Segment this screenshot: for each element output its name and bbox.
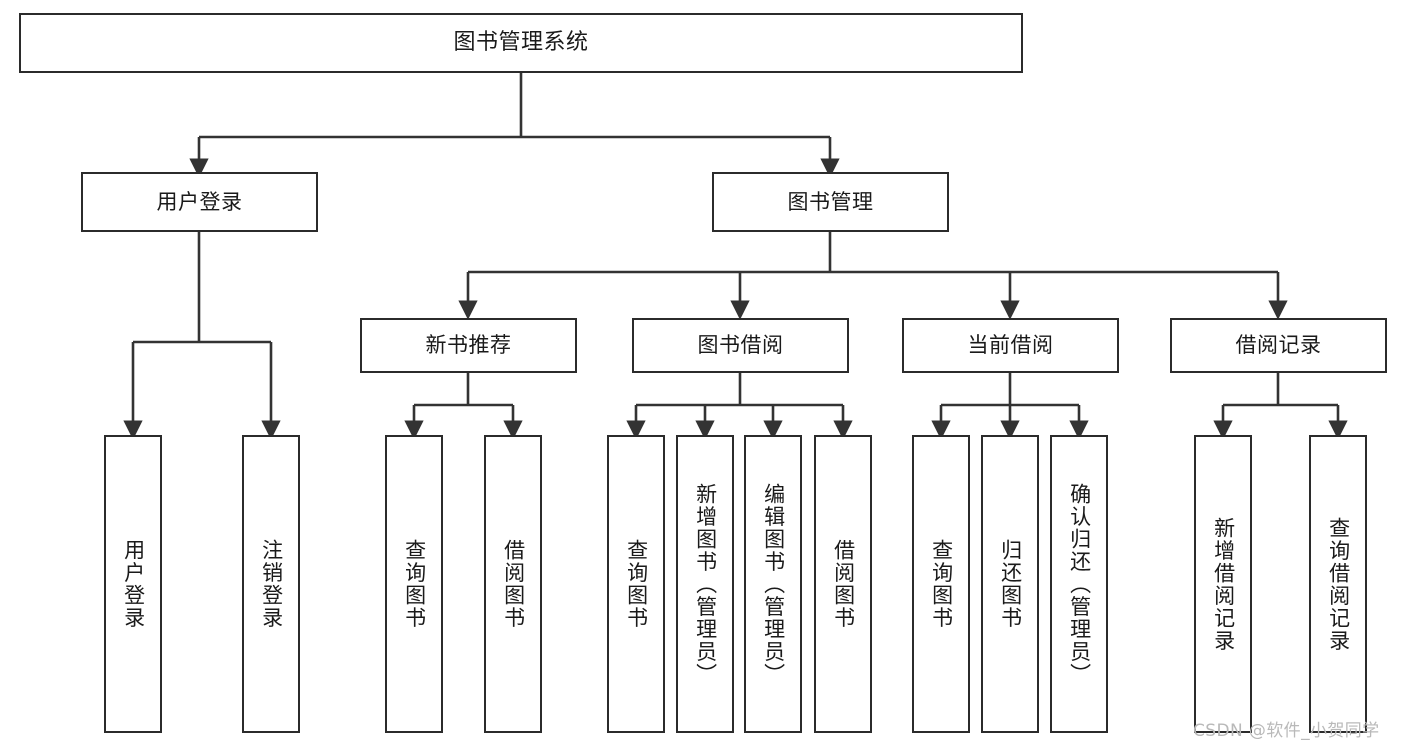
node-label: 新增图书（管理员） [693, 482, 718, 686]
node-label: 图书管理 [787, 189, 874, 214]
node-label: 新增借阅记录 [1211, 516, 1236, 652]
node-label: 查询图书 [929, 539, 954, 629]
leaf-query-book-current[interactable]: 查询图书 [912, 435, 970, 733]
node-book-borrow[interactable]: 图书借阅 [632, 318, 849, 373]
node-label: 借阅图书 [501, 539, 526, 629]
leaf-query-book-recommend[interactable]: 查询图书 [385, 435, 443, 733]
leaf-logout[interactable]: 注销登录 [242, 435, 300, 733]
node-label: 查询借阅记录 [1326, 516, 1351, 652]
node-label: 编辑图书（管理员） [761, 482, 786, 686]
node-label: 注销登录 [259, 539, 284, 629]
node-label: 当前借阅 [967, 333, 1054, 358]
leaf-query-book-borrow[interactable]: 查询图书 [607, 435, 665, 733]
node-label: 用户登录 [121, 539, 146, 629]
node-label: 用户登录 [156, 189, 243, 214]
node-borrow-record[interactable]: 借阅记录 [1170, 318, 1387, 373]
node-label: 图书借阅 [697, 333, 784, 358]
node-user-login[interactable]: 用户登录 [81, 172, 318, 232]
node-label: 归还图书 [998, 539, 1023, 629]
leaf-confirm-return-admin[interactable]: 确认归还（管理员） [1050, 435, 1108, 733]
node-label: 图书管理系统 [453, 30, 589, 56]
leaf-borrow-book-recommend[interactable]: 借阅图书 [484, 435, 542, 733]
leaf-add-book-admin[interactable]: 新增图书（管理员） [676, 435, 734, 733]
node-book-management[interactable]: 图书管理 [712, 172, 949, 232]
node-new-book-recommend[interactable]: 新书推荐 [360, 318, 577, 373]
leaf-return-book[interactable]: 归还图书 [981, 435, 1039, 733]
node-label: 查询图书 [624, 539, 649, 629]
node-label: 借阅记录 [1235, 333, 1322, 358]
node-label: 借阅图书 [831, 539, 856, 629]
leaf-add-borrow-record[interactable]: 新增借阅记录 [1194, 435, 1252, 733]
node-label: 查询图书 [402, 539, 427, 629]
leaf-borrow-book[interactable]: 借阅图书 [814, 435, 872, 733]
csdn-watermark: CSDN @软件_小贺同学 [1193, 721, 1380, 741]
node-current-borrow[interactable]: 当前借阅 [902, 318, 1119, 373]
leaf-query-borrow-record[interactable]: 查询借阅记录 [1309, 435, 1367, 733]
node-label: 确认归还（管理员） [1067, 482, 1092, 686]
node-root-system[interactable]: 图书管理系统 [19, 13, 1023, 73]
node-label: 新书推荐 [425, 333, 512, 358]
leaf-user-login[interactable]: 用户登录 [104, 435, 162, 733]
leaf-edit-book-admin[interactable]: 编辑图书（管理员） [744, 435, 802, 733]
